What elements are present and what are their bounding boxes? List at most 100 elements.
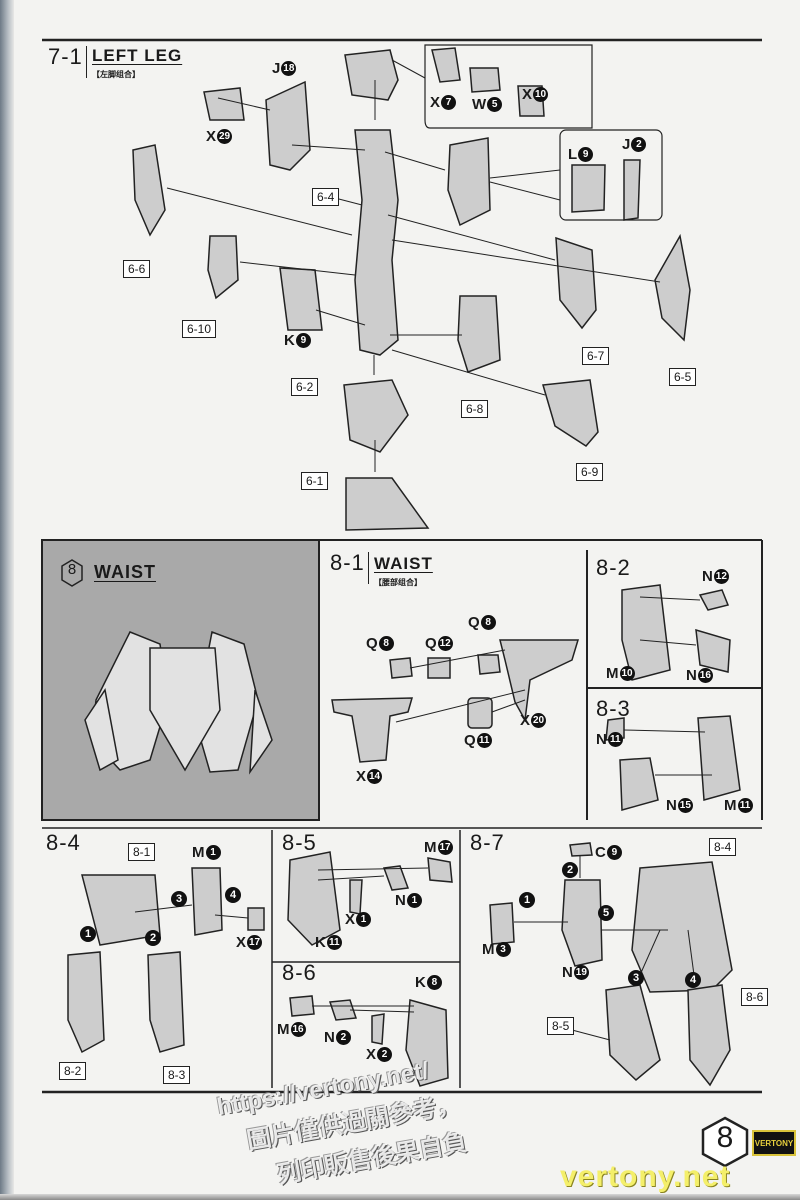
order-badge: 4 (685, 972, 701, 988)
ref-box: 6-9 (576, 463, 604, 481)
part-number: 12 (437, 636, 453, 651)
ref-box: 8-4 (709, 838, 737, 856)
ref-box: 6-2 (291, 378, 319, 396)
part-letter: M (424, 839, 437, 856)
divider (368, 552, 369, 584)
ref-box: 8-1 (128, 843, 156, 861)
ref-box: 8-3 (163, 1066, 191, 1084)
section-title: WAIST (374, 554, 433, 573)
page-number-hexagon (701, 1116, 749, 1168)
ref-box: 6-6 (123, 260, 151, 278)
part-number: 7 (441, 95, 457, 110)
part-number: 9 (578, 147, 594, 162)
step-number: 7-1 (48, 44, 83, 69)
part-number: 2 (335, 1030, 351, 1045)
part-letter: Q (468, 614, 480, 631)
ref-box: 6-8 (461, 400, 489, 418)
part-number: 1 (356, 912, 372, 927)
part-number: 29 (217, 129, 233, 144)
part-letter: N (702, 568, 713, 585)
part-number: 20 (531, 713, 547, 728)
section-frames (42, 539, 763, 1088)
part-number: 17 (437, 840, 453, 855)
waist-title: WAIST (94, 562, 156, 582)
part-number: 2 (377, 1047, 393, 1062)
part-letter: N (686, 667, 697, 684)
part-letter: M (482, 941, 495, 958)
part-number: 11 (607, 732, 623, 747)
part-number: 15 (677, 798, 693, 813)
part-letter: W (472, 96, 487, 113)
part-number: 18 (281, 61, 297, 76)
part-letter: X (356, 768, 367, 785)
part-number: 11 (737, 798, 753, 813)
site-watermark: vertony.net (560, 1160, 731, 1193)
step-number: 8-6 (282, 960, 317, 985)
part-number: 10 (619, 666, 635, 681)
step-number: 8-4 (46, 830, 81, 855)
part-number: 9 (606, 845, 622, 860)
part-letter: X (236, 934, 247, 951)
order-badge: 5 (598, 905, 614, 921)
part-letter: Q (366, 635, 378, 652)
part-number: 10 (533, 87, 549, 102)
part-letter: M (724, 797, 737, 814)
part-letter: N (596, 731, 607, 748)
part-number: 8 (480, 615, 496, 630)
part-number: 11 (476, 733, 492, 748)
ref-box: 6-4 (312, 188, 340, 206)
part-letter: J (622, 136, 631, 153)
waist-guide-lines (134, 596, 712, 1041)
order-badge: 2 (562, 862, 578, 878)
part-letter: M (277, 1021, 290, 1038)
detail-callout-frames (424, 44, 663, 221)
binding-edge (0, 0, 14, 1200)
order-badge: 1 (519, 892, 535, 908)
ref-box: 8-6 (741, 988, 769, 1006)
part-letter: X (522, 86, 533, 103)
ref-box: 6-10 (182, 320, 217, 338)
ref-box: 6-5 (669, 368, 697, 386)
ref-box: 6-1 (301, 472, 329, 490)
part-number: 9 (295, 333, 311, 348)
part-letter: M (192, 844, 205, 861)
part-number: 11 (326, 935, 342, 950)
part-letter: X (366, 1046, 377, 1063)
order-badge: 4 (225, 887, 241, 903)
divider (86, 46, 87, 78)
step-badge-number: 8 (67, 561, 77, 578)
order-badge: 3 (628, 970, 644, 986)
leg-parts (132, 47, 691, 531)
part-letter: Q (425, 635, 437, 652)
section-subtitle: 【腰部组合】 (374, 578, 422, 587)
part-number: 8 (378, 636, 394, 651)
step-hexagon (61, 559, 83, 587)
part-number: 17 (247, 935, 263, 950)
page-edge (0, 1194, 800, 1200)
part-letter: X (430, 94, 441, 111)
part-number: 3 (495, 942, 511, 957)
part-letter: K (415, 974, 426, 991)
ref-box: 8-5 (547, 1017, 575, 1035)
order-badge: 3 (171, 891, 187, 907)
part-letter: K (284, 332, 295, 349)
